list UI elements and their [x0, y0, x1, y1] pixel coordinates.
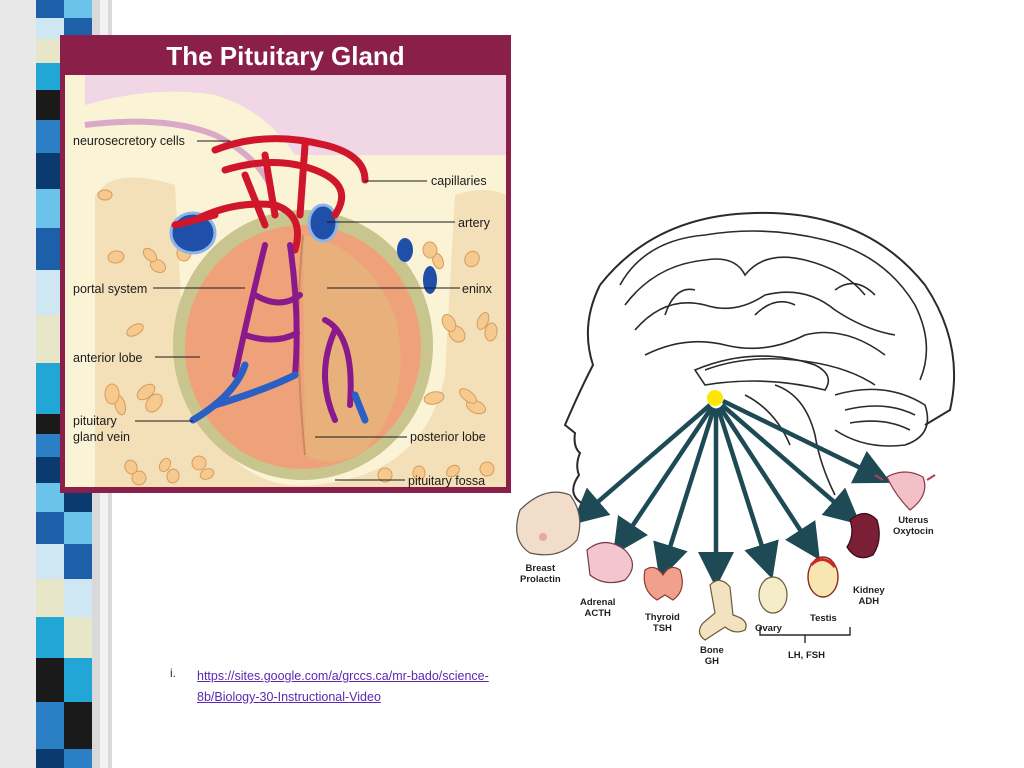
- head-outline: [599, 211, 956, 426]
- label-ovary: Ovary: [755, 623, 782, 634]
- label-portal-system: portal system: [73, 282, 148, 296]
- arrow-to-kidney: [720, 403, 861, 525]
- kidney-icon: [846, 512, 880, 559]
- label-pituitary-gland-vein-2: gland vein: [73, 430, 130, 444]
- lh-fsh-bracket: [759, 627, 851, 643]
- testis-icon: [807, 556, 839, 598]
- arrow-to-testis: [718, 405, 820, 561]
- label-artery: artery: [458, 216, 490, 230]
- arrow-to-ovary: [715, 407, 779, 580]
- reference-link[interactable]: https://sites.google.com/a/grccs.ca/mr-b…: [197, 666, 557, 708]
- label-posterior-lobe: posterior lobe: [410, 430, 486, 444]
- arrow-to-adrenal: [612, 405, 714, 555]
- label-pituitary-fossa: pituitary fossa: [408, 474, 486, 488]
- pituitary-hormone-targets-diagram: [516, 211, 956, 643]
- arrow-to-breast: [571, 403, 712, 525]
- thyroid-icon: [643, 566, 683, 601]
- uterus-icon: [874, 471, 936, 511]
- label-meninx: eninx: [462, 282, 492, 296]
- adrenal-icon: [586, 541, 634, 584]
- meninx-region: [85, 75, 506, 155]
- reference-link-line-2[interactable]: 8b/Biology-30-Instructional-Video: [197, 690, 381, 704]
- breast-icon: [516, 491, 581, 556]
- pituitary-illustration: neurosecretory cells capillaries artery …: [65, 75, 506, 488]
- pituitary-highlight: [707, 390, 723, 406]
- label-testis: Testis: [810, 613, 837, 624]
- label-lh-fsh: LH, FSH: [788, 650, 825, 661]
- label-neurosecretory-cells: neurosecretory cells: [73, 134, 185, 148]
- reference-number: i.: [170, 666, 176, 680]
- reference-link-line-1[interactable]: https://sites.google.com/a/grccs.ca/mr-b…: [197, 669, 489, 683]
- label-pituitary-gland-vein-1: pituitary: [73, 414, 117, 428]
- bone-icon: [698, 579, 747, 641]
- pituitary-gland-figure: The Pituitary Gland: [60, 35, 511, 493]
- ovary-icon: [758, 576, 788, 614]
- figure-title: The Pituitary Gland: [166, 41, 405, 71]
- label-capillaries: capillaries: [431, 174, 487, 188]
- arrow-to-uterus: [722, 398, 892, 484]
- arrow-to-thyroid: [653, 407, 717, 581]
- label-anterior-lobe: anterior lobe: [73, 351, 143, 365]
